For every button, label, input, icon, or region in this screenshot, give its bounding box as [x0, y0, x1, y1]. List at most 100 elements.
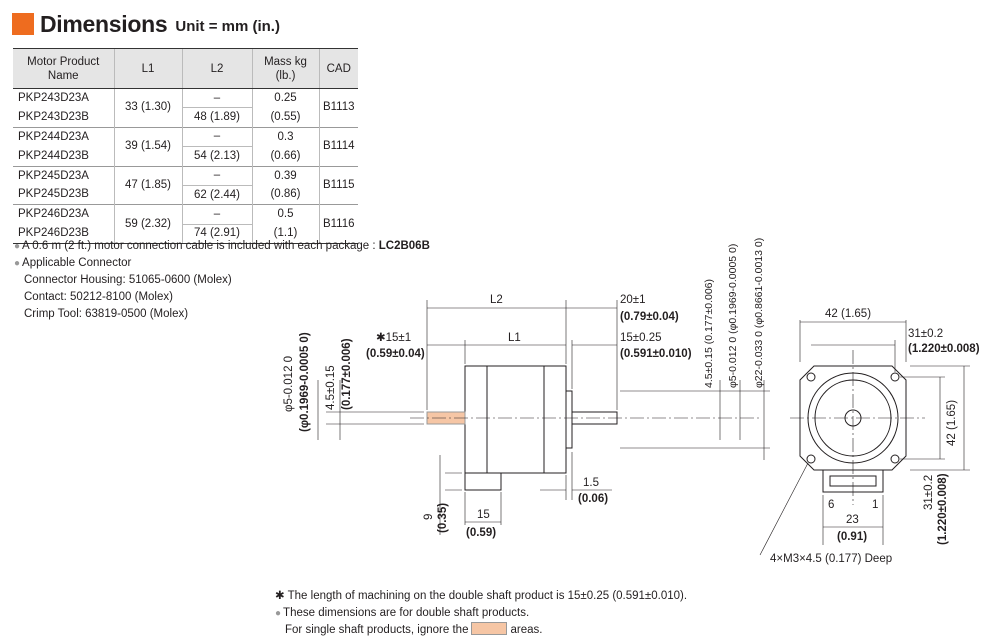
double-shaft-swatch: [471, 622, 508, 635]
dim-15-in: (0.591±0.010): [620, 348, 692, 360]
bullet-icon: ●: [14, 258, 21, 269]
footer-line-1: ✱ The length of machining on the double …: [275, 590, 688, 602]
tap-hole-note: 4×M3×4.5 (0.177) Deep: [770, 553, 892, 565]
dim-flat-right: 4.5±0.15 (0.177±0.006): [703, 279, 715, 388]
connector-title: Applicable Connector: [22, 257, 132, 269]
col-header-l2: L2: [181, 48, 252, 89]
dim-15-star: ✱15±1: [376, 332, 411, 344]
dim-23-in: (0.91): [837, 531, 867, 543]
mass-cell: 0.3: [251, 126, 319, 147]
table-row: PKP246D23A 59 (2.32) – 0.5 B1116: [13, 204, 358, 245]
table-row: PKP243D23A 33 (1.30) – 0.25 B1113: [13, 87, 358, 128]
model-cell: PKP245D23A: [13, 165, 114, 186]
dim-15-star-in: (0.59±0.04): [366, 348, 425, 360]
dim-23: 23: [846, 514, 859, 526]
col-header-l1: L1: [113, 48, 182, 89]
dim-shaft-left: φ5-0.012 0: [283, 356, 295, 412]
footer-notes: ✱ The length of machining on the double …: [275, 588, 687, 639]
mass-cell: (1.1): [251, 224, 319, 245]
model-cell: PKP246D23A: [13, 204, 114, 225]
col-header-mass: Mass kg (lb.): [251, 48, 319, 89]
connector-housing: Connector Housing: 51065-0600 (Molex): [24, 274, 232, 286]
bullet-icon: ●: [275, 608, 282, 619]
model-cell: PKP243D23A: [13, 87, 114, 108]
dim-42-side: 42 (1.65): [946, 400, 958, 446]
l2-cell: 48 (1.89): [181, 107, 252, 128]
section-marker-icon: [12, 13, 34, 35]
dim-42: 42 (1.65): [825, 308, 871, 320]
dim-31-in: (1.220±0.008): [908, 343, 980, 355]
l1-cell: 39 (1.54): [113, 126, 182, 167]
model-cell: PKP246D23B: [13, 224, 114, 245]
l2-cell: 62 (2.44): [181, 184, 252, 205]
table-header-row: Motor Product Name L1 L2 Mass kg (lb.) C…: [13, 48, 358, 89]
table-row: PKP244D23A 39 (1.54) – 0.3 B1114: [13, 126, 358, 167]
table-row: PKP246D23B 74 (2.91) (1.1): [13, 223, 358, 245]
l1-cell: 47 (1.85): [113, 165, 182, 205]
connector-crimp-tool: Crimp Tool: 63819-0500 (Molex): [24, 308, 189, 320]
unit-label: Unit = mm (in.): [175, 18, 280, 35]
cable-code: LC2B06B: [378, 240, 430, 252]
cad-link[interactable]: B1114: [318, 126, 358, 167]
section-title: Dimensions: [40, 10, 168, 37]
mass-cell: 0.5: [251, 204, 319, 225]
dim-15-conn-in: (0.59): [466, 527, 496, 539]
cad-link[interactable]: B1116: [318, 204, 358, 245]
table-row: PKP244D23B 54 (2.13) (0.66): [13, 146, 358, 167]
dim-pilot: φ22-0.033 0 (φ0.8661-0.0013 0): [753, 238, 765, 388]
dim-flat-left-in: (0.177±0.006): [341, 338, 353, 410]
l2-cell: 74 (2.91): [181, 223, 252, 245]
mass-cell: (0.86): [251, 185, 319, 205]
l2-cell: –: [181, 165, 252, 186]
model-cell: PKP245D23B: [18, 188, 89, 201]
section-header: Dimensions Unit = mm (in.): [12, 8, 280, 40]
dim-flat-left: 4.5±0.15: [325, 365, 337, 410]
dim-31-side: 31±0.2: [923, 475, 935, 510]
table-row: PKP245D23B 62 (2.44) (0.86): [13, 184, 358, 205]
notes-block: ●A 0.6 m (2 ft.) motor connection cable …: [14, 238, 430, 323]
cad-link[interactable]: B1115: [318, 165, 358, 205]
footer-line-3b: areas.: [510, 624, 543, 636]
mass-cell: (0.55): [251, 107, 319, 128]
cable-note-text: A 0.6 m (2 ft.) motor connection cable i…: [22, 240, 379, 252]
l2-cell: –: [181, 126, 252, 147]
connector-note: ●Applicable Connector: [14, 255, 430, 272]
mass-cell: 0.39: [251, 165, 319, 186]
dim-15: 15±0.25: [620, 332, 662, 344]
dim-9-in: (0.35): [437, 503, 449, 533]
l2-cell: –: [181, 204, 252, 225]
dim-20: 20±1: [620, 294, 646, 306]
dim-9: 9: [423, 514, 435, 520]
pin-1-label: 1: [872, 499, 878, 511]
l2-cell: 54 (2.13): [181, 146, 252, 167]
model-cell: PKP244D23B: [18, 149, 89, 162]
table-row: PKP243D23B 48 (1.89) (0.55): [13, 107, 358, 128]
dimension-table: Motor Product Name L1 L2 Mass kg (lb.) C…: [13, 48, 358, 245]
cable-note: ●A 0.6 m (2 ft.) motor connection cable …: [14, 238, 430, 255]
dim-l2: L2: [490, 294, 503, 306]
cad-link[interactable]: B1113: [318, 88, 358, 128]
table-row: PKP245D23A 47 (1.85) – 0.39 B1115: [13, 165, 358, 205]
model-cell: PKP243D23B: [18, 110, 89, 123]
motor-side-view: [464, 365, 573, 491]
col-header-cad: CAD: [318, 48, 358, 89]
l1-cell: 59 (2.32): [113, 204, 182, 245]
dim-shaft-left-in: (φ0.1969-0.0005 0): [299, 332, 311, 432]
col-header-model: Motor Product Name: [13, 48, 114, 89]
dim-shaft-right: φ5-0.012 0 (φ0.1969-0.0005 0): [727, 244, 739, 388]
model-cell: PKP244D23A: [13, 126, 114, 147]
bullet-icon: ●: [14, 241, 21, 252]
dim-1-5: 1.5: [583, 477, 599, 489]
l1-cell: 33 (1.30): [113, 88, 182, 128]
footer-line-2-text: These dimensions are for double shaft pr…: [283, 607, 530, 619]
dim-15-conn: 15: [477, 509, 490, 521]
pin-6-label: 6: [828, 499, 834, 511]
dim-31-side-in: (1.220±0.008): [937, 473, 949, 545]
connector-contact: Contact: 50212-8100 (Molex): [24, 291, 173, 303]
dim-20-in: (0.79±0.04): [620, 311, 679, 323]
dim-31: 31±0.2: [908, 328, 943, 340]
dim-1-5-in: (0.06): [578, 493, 608, 505]
mass-cell: (0.66): [251, 146, 319, 167]
